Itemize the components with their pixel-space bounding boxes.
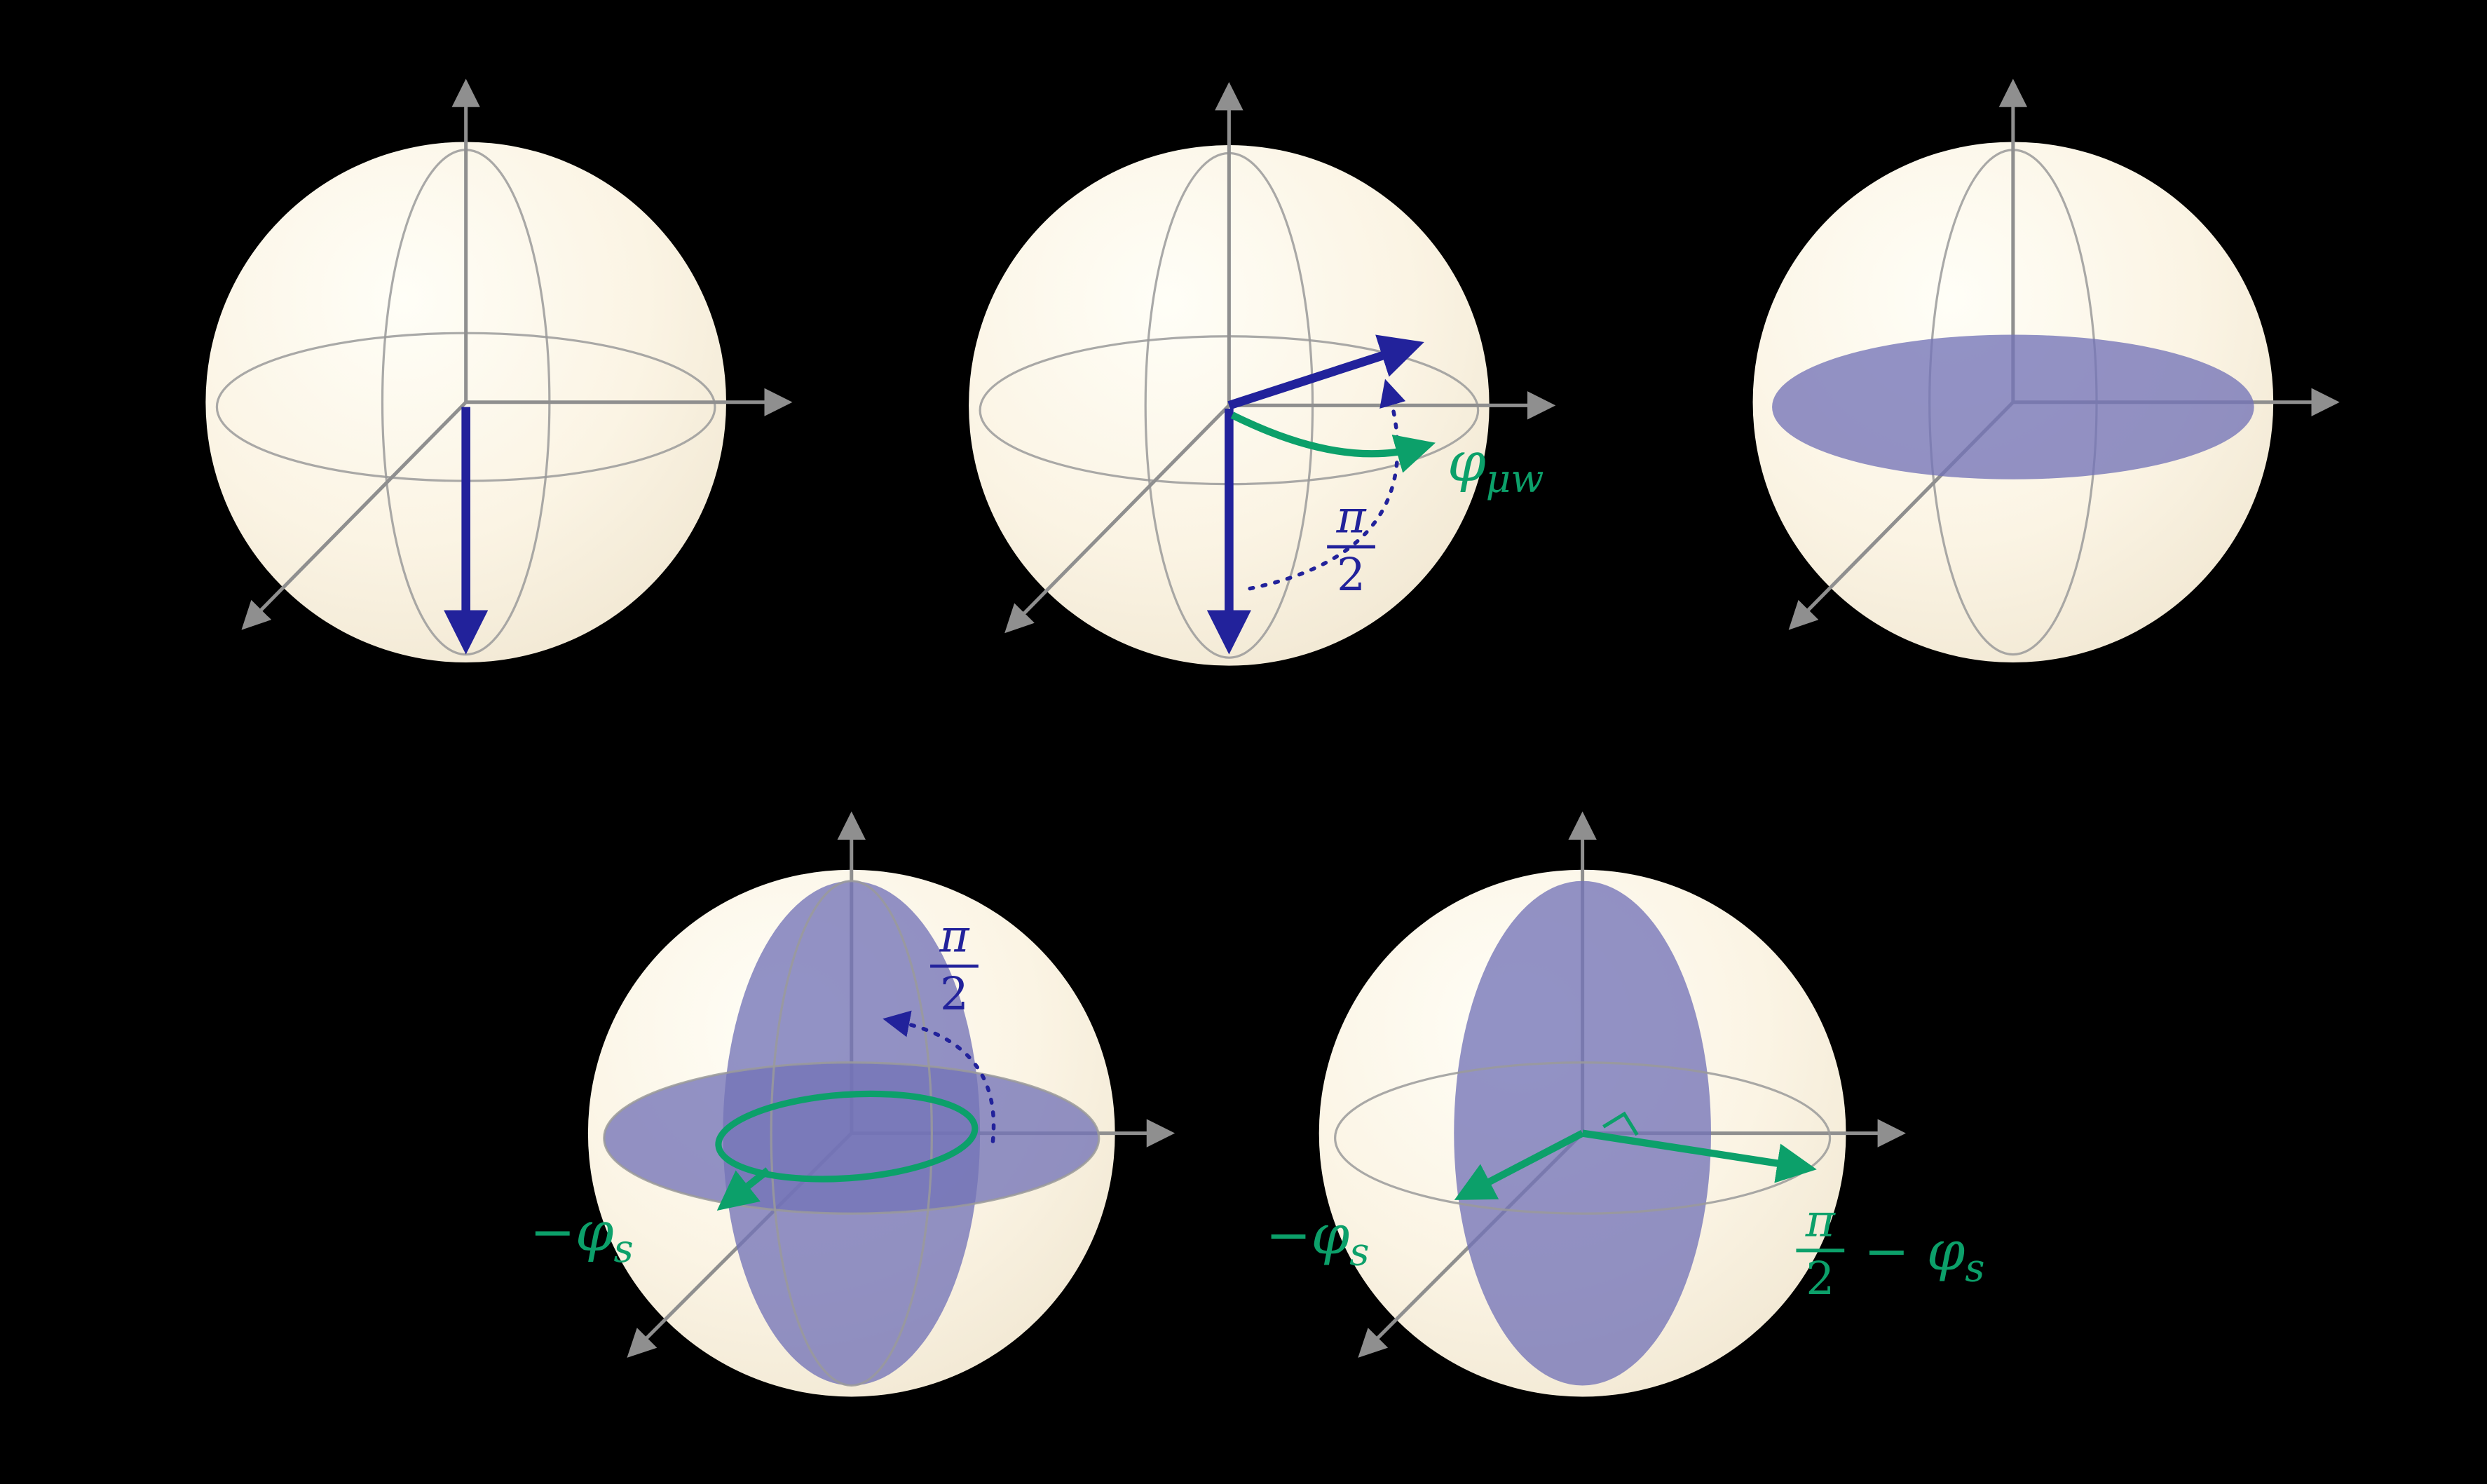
fraction-denominator: 2	[1337, 549, 1365, 601]
label-tail: − φs	[1864, 1220, 1985, 1290]
meridian-phase-disk	[723, 880, 981, 1386]
minus-phi-s-label: −φs	[530, 1201, 634, 1271]
pi-over-2-label: π 2	[930, 911, 979, 1021]
pi-over-2-label: π 2	[1327, 491, 1375, 601]
right-angle-marker	[1602, 1111, 1639, 1136]
sphere-phase-precession: π 2 −φs	[530, 811, 1176, 1397]
sphere-after-pulse: π 2 φμw	[969, 81, 1556, 666]
diagonal-axis	[241, 400, 468, 630]
equator-wireframe	[603, 1061, 1101, 1215]
diagonal-axis	[1004, 404, 1231, 634]
microwave-phase-arrow	[1230, 411, 1436, 473]
equatorial-phase-disk	[1772, 334, 2254, 479]
precession-loop	[715, 1090, 979, 1183]
pi-over-2-rotation-arc	[883, 1010, 996, 1143]
phi-microwave-label: φμw	[1447, 431, 1544, 501]
fraction-denominator: 2	[940, 968, 969, 1021]
left-phase-arrow	[1454, 1130, 1584, 1200]
equator-wireframe	[1334, 1061, 1832, 1215]
fraction-numerator: π	[1335, 491, 1367, 543]
sphere-readout: −φs π 2 − φs	[1265, 811, 1985, 1397]
right-phase-arrow	[1581, 1129, 1817, 1183]
fraction-numerator: π	[1805, 1194, 1837, 1247]
fraction-numerator: π	[939, 911, 970, 963]
pi-over-2-minus-phi-s-label: π 2 − φs	[1796, 1194, 1985, 1305]
minus-phi-s-label: −φs	[1265, 1204, 1369, 1274]
fraction-denominator: 2	[1806, 1253, 1834, 1305]
sphere-superposition-disk	[1752, 79, 2340, 663]
meridian-wireframe	[770, 880, 933, 1387]
precession-arrow	[716, 1167, 770, 1211]
rotated-state-arrow	[1227, 334, 1424, 410]
sphere-initial-state	[205, 79, 793, 663]
